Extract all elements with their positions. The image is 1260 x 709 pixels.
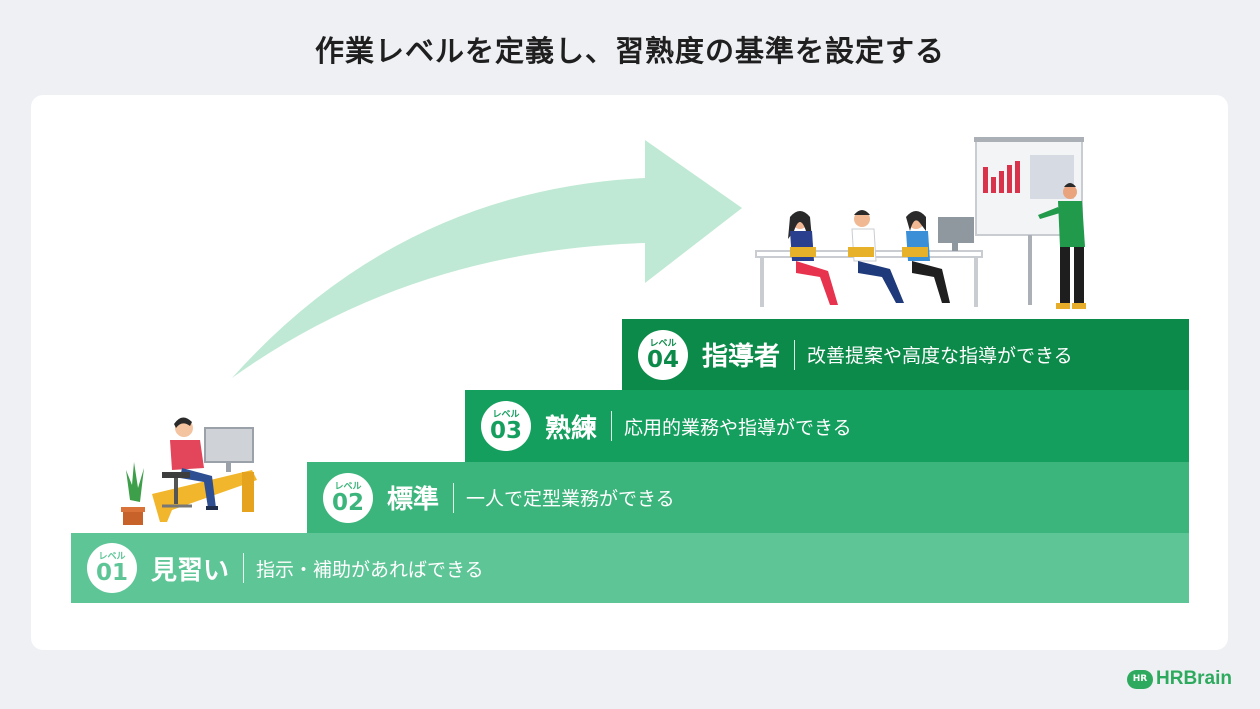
level-name: 見習い — [151, 550, 229, 587]
level-badge: レベル 02 — [323, 473, 373, 523]
level-divider — [243, 553, 244, 583]
level-description: 指示・補助があればできる — [256, 555, 484, 582]
level-divider — [794, 340, 795, 370]
level-02-step: レベル 02 標準 一人で定型業務ができる — [307, 462, 1189, 533]
brand-logo: HR HRBrain — [1127, 668, 1232, 690]
level-badge: レベル 03 — [481, 401, 531, 451]
level-description: 応用的業務や指導ができる — [624, 413, 852, 440]
level-badge-number: 04 — [647, 349, 679, 371]
level-divider — [611, 411, 612, 441]
level-badge-number: 02 — [332, 492, 364, 514]
level-badge-number: 03 — [490, 420, 522, 442]
level-badge-number: 01 — [96, 562, 128, 584]
level-01-step: レベル 01 見習い 指示・補助があればできる — [71, 533, 1189, 603]
brand-mark-icon: HR — [1127, 670, 1153, 689]
level-name: 指導者 — [702, 336, 780, 373]
level-04-step: レベル 04 指導者 改善提案や高度な指導ができる — [622, 319, 1189, 390]
desk-worker-illustration — [112, 410, 262, 530]
level-name: 標準 — [387, 479, 439, 516]
level-badge: レベル 01 — [87, 543, 137, 593]
level-03-step: レベル 03 熟練 応用的業務や指導ができる — [465, 390, 1189, 462]
level-name: 熟練 — [545, 408, 597, 445]
level-badge: レベル 04 — [638, 330, 688, 380]
level-divider — [453, 483, 454, 513]
presentation-illustration — [752, 135, 1102, 320]
level-description: 一人で定型業務ができる — [466, 484, 675, 511]
brand-name: HRBrain — [1156, 668, 1232, 690]
level-description: 改善提案や高度な指導ができる — [807, 341, 1073, 368]
